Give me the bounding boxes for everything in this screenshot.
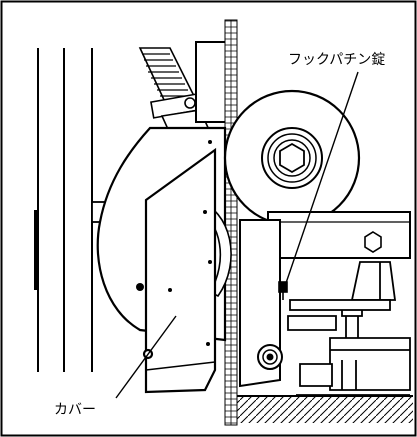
lower-mechanism [287,261,411,396]
large-wheel [223,89,361,227]
duct-column [195,41,231,123]
cover-panel [142,147,217,394]
cover-label: カバー [54,402,96,418]
ground [237,395,413,423]
left-frame-posts [34,48,93,372]
rivets [136,140,212,346]
right-arm [267,211,411,259]
cover-leader [115,315,177,399]
chain-strip [224,19,238,426]
latch-leader [284,71,359,287]
roller [257,344,283,370]
latch-hardware [278,281,288,300]
latch-label: フックパチン錠 [288,52,385,68]
